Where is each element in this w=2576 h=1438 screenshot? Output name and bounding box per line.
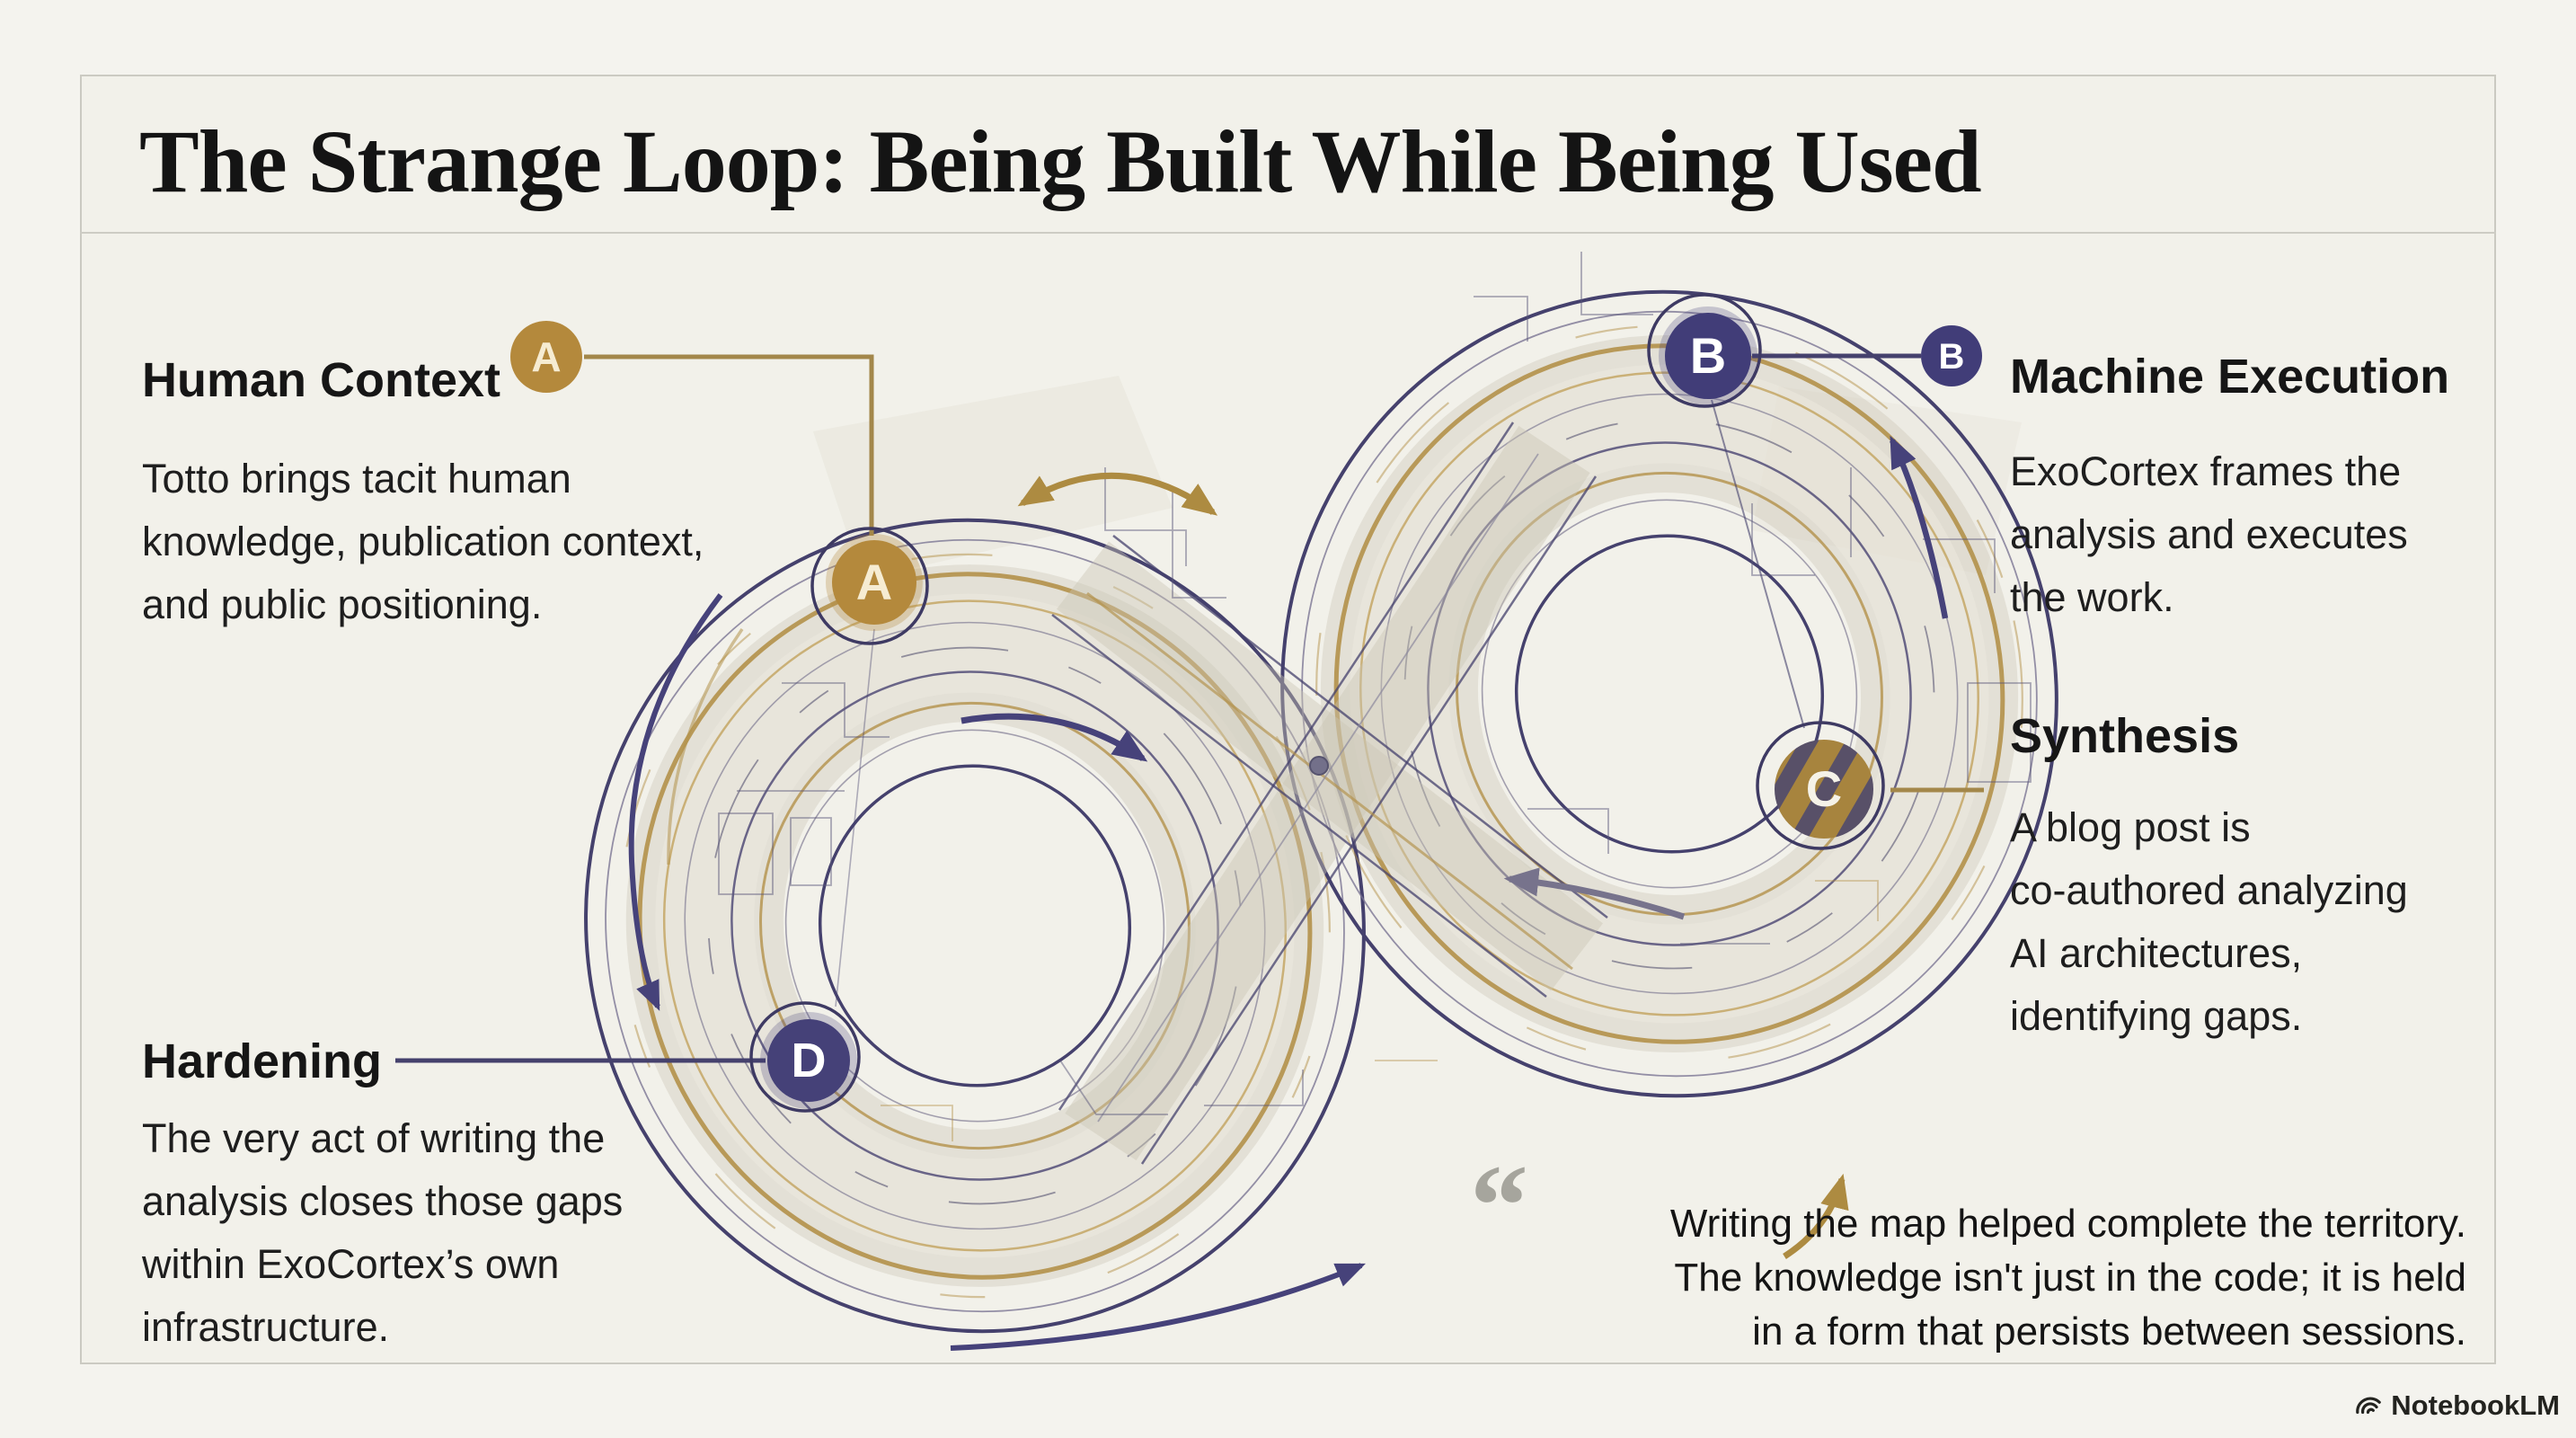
construction-lines xyxy=(835,399,1805,1007)
connector-a xyxy=(584,354,874,536)
loop-nodes: A B C D A xyxy=(510,293,1982,1113)
hardening-body: The very act of writing the analysis clo… xyxy=(142,1107,623,1359)
arrow-navy-left-hole xyxy=(960,713,1148,762)
loop-right xyxy=(1280,289,2058,1098)
node-c-label: C xyxy=(1806,760,1842,817)
human-context-heading: Human Context xyxy=(142,353,501,407)
hardening-line: within ExoCortex’s own xyxy=(142,1241,560,1287)
human-context-line: and public positioning. xyxy=(142,581,543,627)
notebooklm-watermark: NotebookLM xyxy=(2353,1389,2560,1422)
hardening-heading: Hardening xyxy=(142,1034,383,1088)
node-d-label: D xyxy=(792,1034,827,1087)
center-pivot-dot xyxy=(1309,756,1329,776)
synthesis-line: co-authored analyzing xyxy=(2010,867,2408,913)
quote-mark-icon: “ xyxy=(1470,1141,1528,1271)
machine-execution-heading: Machine Execution xyxy=(2010,350,2450,404)
arrow-navy-bottom-long xyxy=(950,1263,1366,1351)
arrow-gray-center-left xyxy=(1503,867,1686,920)
badge-a-label: A xyxy=(531,333,561,380)
notebooklm-logo-icon xyxy=(2356,1397,2382,1415)
arrow-gold-top-double xyxy=(1017,472,1218,516)
synthesis-heading: Synthesis xyxy=(2010,709,2240,763)
badge-b-label: B xyxy=(1939,337,1965,377)
flow-arrows xyxy=(628,435,1949,1351)
hardening-line: analysis closes those gaps xyxy=(142,1178,624,1224)
human-context-line: Totto brings tacit human xyxy=(142,456,571,502)
blueprint-marks xyxy=(718,252,2032,1115)
page-title: The Strange Loop: Being Built While Bein… xyxy=(139,111,1982,211)
synthesis-line: A blog post is xyxy=(2010,804,2251,850)
machine-execution-line: ExoCortex frames the xyxy=(2010,448,2402,494)
synthesis-line: identifying gaps. xyxy=(2010,993,2303,1039)
crossing-bands xyxy=(1051,422,1608,1165)
arrow-navy-left-outer-down xyxy=(628,593,723,1011)
quote-line: in a form that persists between sessions… xyxy=(1752,1309,2466,1354)
arrow-navy-right-up xyxy=(1890,435,1949,619)
arrow-gold-bottom-right xyxy=(1783,1173,1849,1259)
synthesis-body: A blog post is co-authored analyzing AI … xyxy=(2010,796,2408,1048)
arc-gold-left-outer xyxy=(667,628,744,865)
machine-execution-line: analysis and executes xyxy=(2010,511,2408,557)
human-context-line: knowledge, publication context, xyxy=(142,519,704,564)
node-c: C xyxy=(1756,721,1885,850)
human-context-body: Totto brings tacit human knowledge, publ… xyxy=(142,448,704,636)
node-d: D xyxy=(749,1001,861,1113)
notebooklm-watermark-label: NotebookLM xyxy=(2391,1389,2560,1421)
node-a-label: A xyxy=(856,554,892,610)
synthesis-line: AI architectures, xyxy=(2010,930,2303,976)
quote-block: Writing the map helped complete the terr… xyxy=(1670,1197,2466,1359)
badge-a: A xyxy=(510,321,582,393)
node-b-label: B xyxy=(1690,327,1726,384)
machine-execution-line: the work. xyxy=(2010,574,2174,620)
blueprint-marks-gold xyxy=(881,880,1879,1141)
title-divider xyxy=(80,232,2496,234)
callout-connectors xyxy=(395,353,1984,1063)
machine-execution-body: ExoCortex frames the analysis and execut… xyxy=(2010,440,2408,629)
hardening-line: infrastructure. xyxy=(142,1304,390,1350)
badge-b: B xyxy=(1921,325,1982,386)
node-b: B xyxy=(1647,293,1762,408)
node-a: A xyxy=(810,527,929,645)
quote-line: Writing the map helped complete the terr… xyxy=(1669,1202,2466,1246)
content-card xyxy=(80,75,2496,1364)
hardening-line: The very act of writing the xyxy=(142,1115,606,1161)
quote-line: The knowledge isn't just in the code; it… xyxy=(1674,1256,2466,1300)
